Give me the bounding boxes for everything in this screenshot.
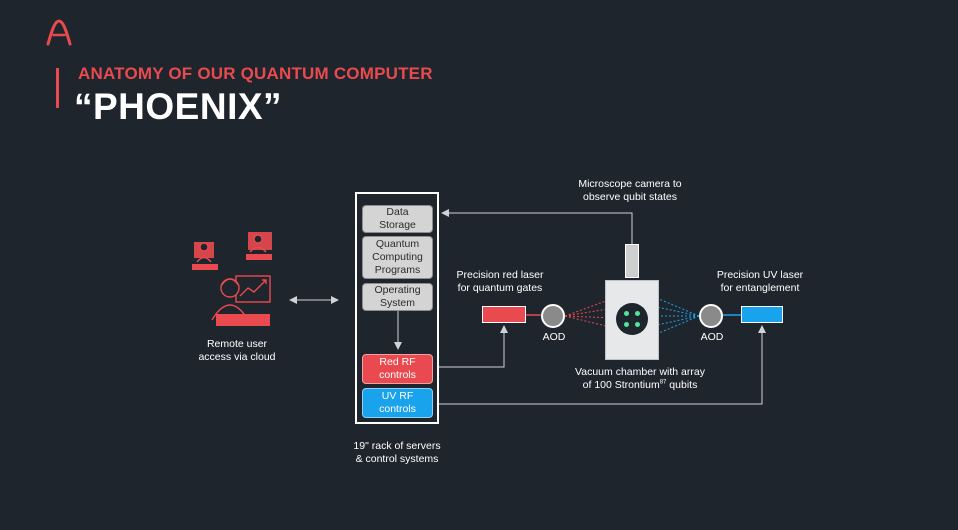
red-rf-to-laser-link	[437, 325, 508, 368]
aod-right-label: AOD	[700, 331, 724, 343]
aod-left	[541, 304, 565, 328]
remote-user-icon	[192, 232, 272, 326]
qubit-dot	[635, 322, 640, 327]
qubit-dot	[635, 311, 640, 316]
qubit-dot	[624, 311, 629, 316]
title-accent-bar	[56, 68, 59, 108]
slide-title: “PHOENIX”	[74, 86, 283, 127]
camera-to-storage-link	[441, 209, 633, 244]
aod-left-label: AOD	[542, 331, 566, 343]
uv-laser	[741, 306, 783, 323]
rack-caption: 19" rack of servers& control systems	[353, 440, 441, 465]
microscope-camera	[625, 244, 639, 278]
vacuum-chamber	[605, 280, 659, 360]
logo-icon	[46, 19, 72, 46]
aod-right	[699, 304, 723, 328]
uv-beams	[651, 295, 700, 337]
qubit-dot	[624, 322, 629, 327]
red-laser	[482, 306, 526, 323]
qubit-array	[616, 303, 648, 335]
uv-rf-to-laser-link	[437, 325, 766, 405]
slide-subtitle: ANATOMY OF OUR QUANTUM COMPUTER	[78, 64, 433, 83]
